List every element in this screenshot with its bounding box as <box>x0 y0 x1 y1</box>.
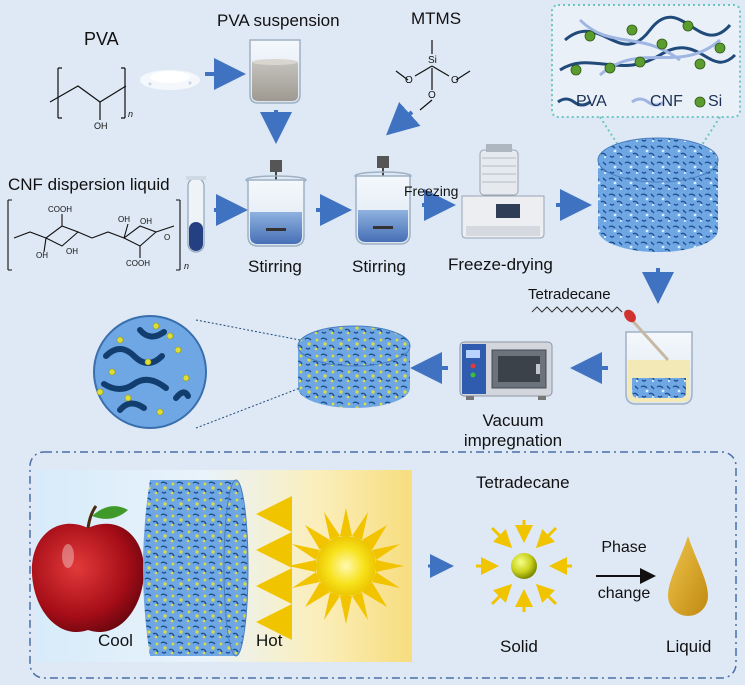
legend-pva: PVA <box>576 93 607 110</box>
stirring-beaker-2 <box>354 156 412 245</box>
mtms-o2: O <box>451 75 459 86</box>
label-tetradecane-top: Tetradecane <box>528 286 611 303</box>
label-phase: Phase <box>601 539 647 556</box>
composite-block <box>143 479 249 657</box>
legend-si: Si <box>708 93 723 110</box>
cnf-n: n <box>184 261 190 271</box>
vacuum-oven <box>459 341 553 400</box>
label-vacuum: Vacuum <box>482 411 544 430</box>
mtms-o1: O <box>405 75 413 86</box>
label-stirring-1: Stirring <box>248 257 302 276</box>
cnf-oh-4: OH <box>140 217 152 226</box>
legend-cnf: CNF <box>650 93 683 110</box>
label-cnf-dispersion: CNF dispersion liquid <box>8 175 170 194</box>
pva-n: n <box>128 109 134 119</box>
label-solid: Solid <box>500 637 538 656</box>
label-impregnation: impregnation <box>463 431 563 450</box>
cnf-o: O <box>164 233 171 242</box>
label-change: change <box>597 585 651 602</box>
cnf-oh-1: OH <box>36 251 48 260</box>
arrow-mtms-down <box>386 102 421 136</box>
apple <box>31 505 145 633</box>
composite-pcm <box>297 325 411 408</box>
solid-sphere <box>476 520 572 612</box>
pva-structure <box>49 67 127 120</box>
cnf-oh-2: OH <box>66 247 78 256</box>
label-pva: PVA <box>84 29 119 49</box>
cnf-cooh-2: COOH <box>126 259 150 268</box>
mtms-si: Si <box>428 55 437 66</box>
liquid-droplet <box>668 536 708 616</box>
network-legend-box <box>551 4 741 149</box>
cnf-oh-3: OH <box>118 215 130 224</box>
stirring-beaker-1 <box>245 160 307 247</box>
pva-oh: OH <box>94 121 108 131</box>
heat-arrows <box>256 496 292 640</box>
label-stirring-2: Stirring <box>352 257 406 276</box>
label-freeze-drying: Freeze-drying <box>448 255 553 274</box>
pva-powder <box>140 70 200 90</box>
pva-suspension-beaker <box>249 39 301 104</box>
application-panel <box>29 451 737 679</box>
freeze-dryer <box>461 144 545 239</box>
impregnation-beaker <box>624 309 693 405</box>
mtms-structure <box>395 40 471 111</box>
sun <box>288 508 404 624</box>
aerogel-cylinder <box>597 137 719 252</box>
mtms-o3: O <box>428 90 436 101</box>
label-hot: Hot <box>256 631 283 650</box>
label-pva-suspension: PVA suspension <box>217 11 340 30</box>
label-tetradecane-bottom: Tetradecane <box>476 473 570 492</box>
label-mtms: MTMS <box>411 9 462 28</box>
label-cool: Cool <box>98 631 133 650</box>
magnified-view <box>93 315 301 429</box>
tetradecane-chain <box>531 306 623 313</box>
label-freezing: Freezing <box>404 183 459 199</box>
cnf-test-tube <box>186 176 206 253</box>
cnf-cooh-1: COOH <box>48 205 72 214</box>
label-liquid: Liquid <box>666 637 712 656</box>
cnf-structure <box>7 199 181 271</box>
